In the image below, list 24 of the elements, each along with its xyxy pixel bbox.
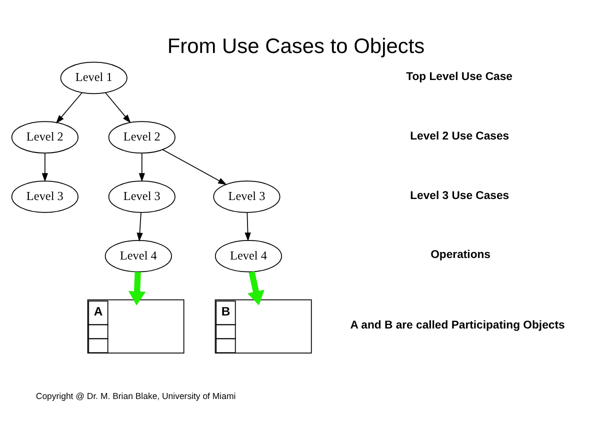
label: Level 3 Use Cases: [410, 189, 510, 202]
label: Level 2 Use Cases: [410, 130, 510, 142]
arrow: [128, 271, 146, 306]
node-ellipse: Level 3: [213, 180, 280, 212]
arrow: [244, 212, 251, 241]
arrow: [247, 270, 264, 305]
arrow: [42, 152, 48, 182]
node-ellipse: Level 3: [11, 180, 78, 212]
label: A and B are called Participating Objects: [350, 319, 565, 332]
node-ellipse: Level 2: [11, 120, 78, 153]
node-ellipse: Level 4: [214, 239, 282, 272]
arrow: [105, 92, 131, 123]
arrow: [56, 92, 82, 124]
node-ellipse: Level 2: [108, 120, 176, 153]
node-ellipse: Level 3: [108, 180, 176, 212]
label: Top Level Use Case: [406, 70, 513, 83]
label: Operations: [430, 248, 491, 261]
arrow: [162, 148, 227, 184]
diagram-title: From Use Cases to Objects: [167, 34, 425, 58]
label: Copyright @ Dr. M. Brian Blake, University of Miami: [36, 390, 236, 400]
node-ellipse: Level 1: [60, 61, 128, 94]
arrow: [136, 212, 143, 242]
arrow: [138, 152, 145, 182]
node-ellipse: Level 4: [104, 239, 172, 272]
